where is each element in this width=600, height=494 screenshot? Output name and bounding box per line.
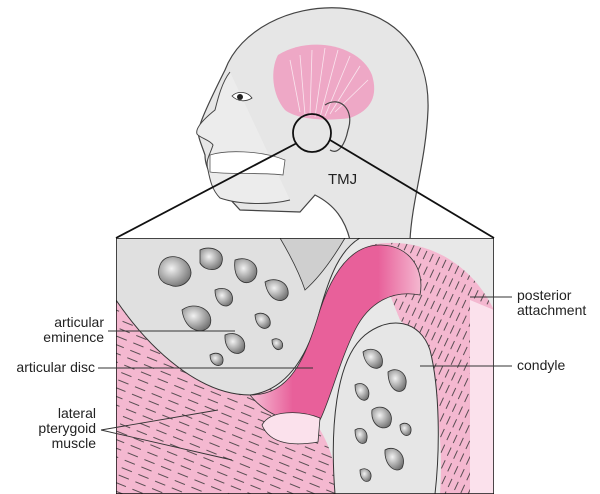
label-posterior-attachment: posterior attachment [517, 287, 587, 318]
label-articular-disc: articular disc [16, 359, 95, 375]
label-articular-eminence: articular eminence [43, 314, 104, 345]
detail-inset [116, 238, 494, 494]
label-lateral-pterygoid-muscle: lateral pterygoid muscle [38, 405, 96, 451]
zoom-line-right [329, 139, 495, 239]
teeth [209, 151, 286, 176]
leader-pterygoid-1 [100, 409, 219, 431]
leader-pterygoid-2 [100, 429, 233, 461]
temporalis-muscle [273, 44, 375, 120]
label-tmj: TMJ [328, 171, 358, 188]
tmj-circle [292, 113, 332, 153]
zoom-line-left [115, 142, 298, 239]
head-illustration [196, 7, 429, 241]
leader-lines [98, 296, 512, 461]
label-condyle: condyle [517, 357, 566, 373]
trabecular-bone [158, 247, 412, 482]
ear [324, 101, 351, 152]
